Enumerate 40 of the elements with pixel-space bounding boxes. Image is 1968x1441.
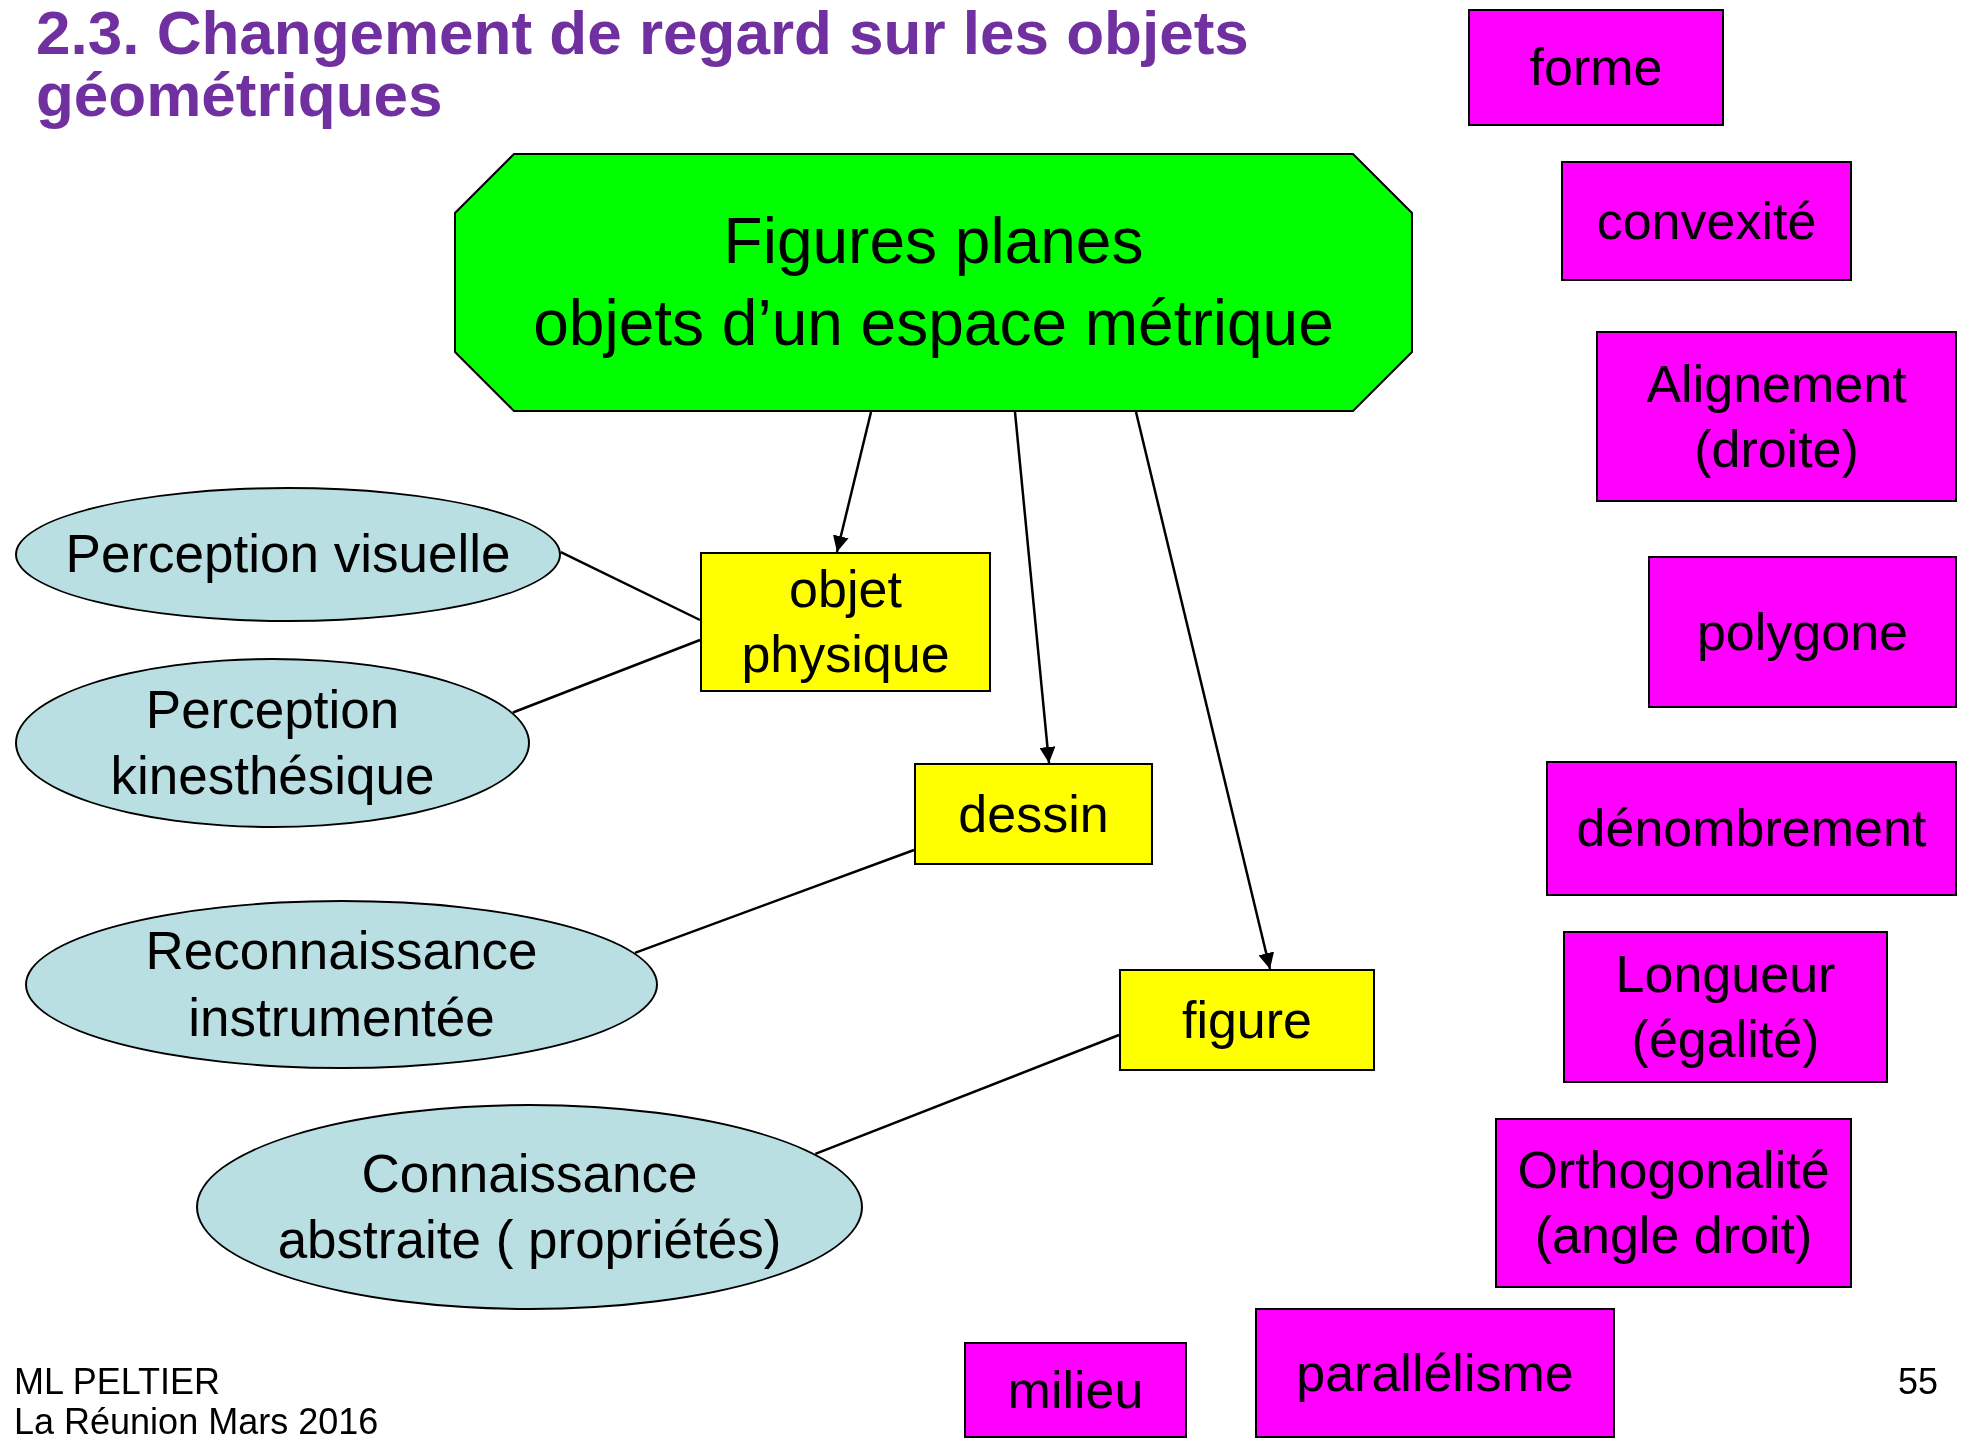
node-label: polygone [1696, 601, 1909, 663]
node-label: forme [1529, 37, 1663, 98]
node-label: parallélisme [1296, 1342, 1574, 1404]
property-box [1255, 1308, 1615, 1438]
node-label: Perception visuelle [65, 523, 511, 586]
node-heading: Figures planes [723, 203, 1144, 279]
node-label: Longueur (égalité) [1614, 944, 1837, 1070]
property-box [1563, 931, 1888, 1083]
connector-line [512, 638, 701, 714]
property-box [964, 1342, 1187, 1438]
property-box [1596, 331, 1957, 502]
property-box [1546, 761, 1957, 896]
property-box [1495, 1118, 1852, 1288]
property-box [1648, 556, 1957, 708]
concept-box [914, 763, 1153, 865]
concept-box [700, 552, 991, 692]
connector-line [814, 1033, 1120, 1156]
node-label: convexité [1596, 190, 1817, 252]
node-label: Alignement (droite) [1645, 353, 1908, 480]
node-label: dénombrement [1576, 798, 1927, 859]
connector-line [560, 551, 701, 622]
footer-text: ML PELTIER [14, 1362, 221, 1402]
property-box [1468, 9, 1724, 126]
node-label: Perception kinesthésique [109, 678, 436, 807]
node-text: objets d’un espace métrique [533, 285, 1334, 361]
footer-text: La Réunion Mars 2016 [14, 1402, 379, 1441]
node-label: Reconnaissance instrumentée [144, 920, 539, 1049]
node-label: Orthogonalité (angle droit) [1516, 1140, 1831, 1266]
concept-box [1119, 969, 1375, 1071]
node-label: Connaissance abstraite ( propriétés) [276, 1142, 783, 1271]
arrow [1134, 411, 1275, 970]
property-box [1561, 161, 1852, 281]
node-label: objet physique [740, 559, 951, 685]
arrow [1013, 411, 1056, 764]
arrow [833, 411, 873, 553]
node-label: dessin [958, 783, 1109, 845]
node-label: milieu [1007, 1359, 1144, 1421]
connector-line [634, 848, 915, 955]
page-number: 55 [1898, 1362, 1939, 1402]
node-label: figure [1181, 989, 1313, 1051]
